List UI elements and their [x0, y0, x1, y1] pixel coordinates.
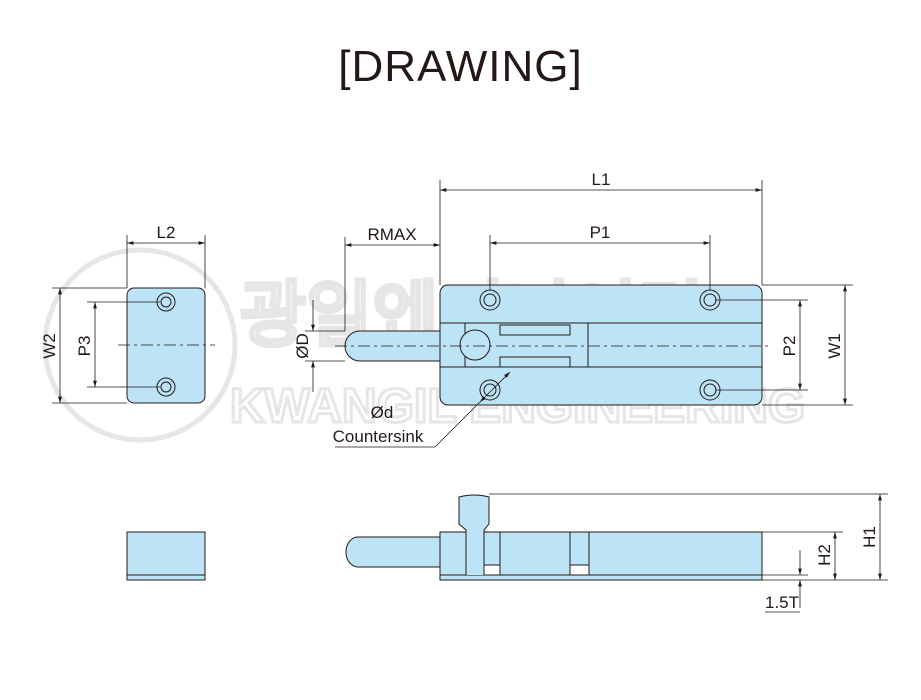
dim-P2: P2 [780, 336, 799, 357]
dim-L2: L2 [157, 223, 176, 242]
dim-P3: P3 [75, 336, 94, 357]
knob-side [458, 494, 490, 575]
knob-top [459, 329, 491, 361]
dim-W1: W1 [825, 333, 844, 359]
end-plate-top [126, 287, 206, 404]
dim-Od: Ød [371, 403, 394, 422]
page-title: [DRAWING] [338, 42, 583, 91]
dim-L1: L1 [592, 170, 611, 189]
dim-W2: W2 [40, 333, 59, 359]
dim-OD: ØD [293, 333, 312, 359]
hole [156, 292, 176, 397]
bolt-pin-side [345, 536, 440, 568]
base-plate-top [439, 284, 763, 406]
dim-P1: P1 [590, 223, 611, 242]
end-plate-side [126, 531, 206, 581]
countersink-label: Countersink [333, 427, 424, 446]
dim-H1: H1 [860, 526, 879, 548]
dim-H2: H2 [815, 544, 834, 566]
dim-RMAX: RMAX [367, 225, 416, 244]
dim-thickness: 1.5T [765, 593, 799, 612]
base-plate-side [439, 574, 763, 581]
